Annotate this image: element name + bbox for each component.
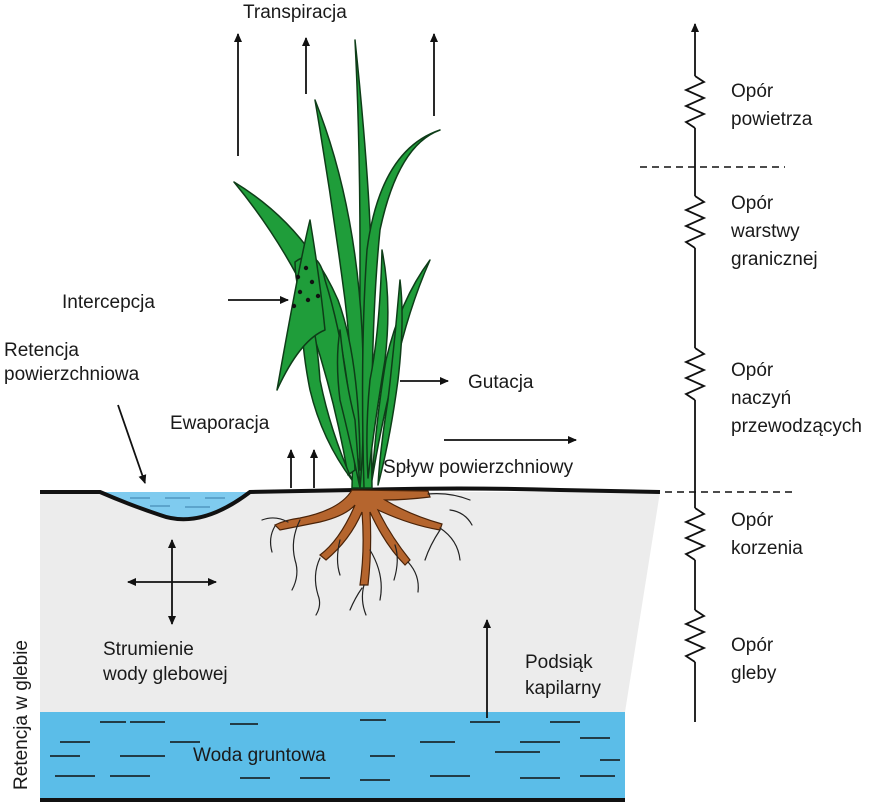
label-surface-retention-1: Retencja bbox=[4, 340, 79, 361]
label-interception: Intercepcja bbox=[62, 292, 155, 313]
flux-arrows bbox=[117, 33, 577, 718]
label-capillary-2: kapilarny bbox=[525, 678, 602, 699]
label-root-resistance-1: Opór bbox=[731, 510, 774, 531]
label-air-resistance-1: Opór bbox=[731, 81, 774, 102]
label-transpiration: Transpiracja bbox=[243, 2, 347, 23]
groundwater-dashes bbox=[50, 719, 620, 781]
label-boundary-resistance-2: warstwy bbox=[730, 221, 800, 242]
label-boundary-resistance-1: Opór bbox=[731, 193, 774, 214]
label-soil-retention: Retencja w glebie bbox=[11, 640, 32, 790]
label-vessel-resistance-3: przewodzących bbox=[731, 416, 862, 437]
puddle-dashes bbox=[130, 497, 225, 508]
interception-drops bbox=[291, 265, 321, 309]
label-air-resistance-2: powietrza bbox=[731, 109, 813, 130]
label-vessel-resistance-1: Opór bbox=[731, 360, 774, 381]
label-surface-retention-2: powierzchniowa bbox=[4, 364, 140, 385]
label-surface-runoff: Spływ powierzchniowy bbox=[383, 457, 574, 478]
label-evaporation: Ewaporacja bbox=[170, 413, 270, 434]
label-soil-flow-2: wody glebowej bbox=[102, 664, 228, 685]
soil-layer bbox=[40, 492, 660, 712]
label-vessel-resistance-2: naczyń bbox=[731, 388, 791, 409]
resistance-scale bbox=[683, 23, 707, 722]
retention-pointer bbox=[117, 404, 147, 484]
label-groundwater: Woda gruntowa bbox=[193, 745, 326, 766]
ground-surface-line bbox=[40, 486, 661, 522]
label-guttation: Gutacja bbox=[468, 372, 534, 393]
label-soil-resistance-1: Opór bbox=[731, 635, 774, 656]
label-soil-resistance-2: gleby bbox=[731, 663, 777, 684]
label-capillary-1: Podsiąk bbox=[525, 652, 593, 673]
plant-roots bbox=[261, 489, 473, 616]
label-soil-flow-1: Strumienie bbox=[103, 639, 194, 660]
label-boundary-resistance-3: granicznej bbox=[731, 249, 818, 270]
label-root-resistance-2: korzenia bbox=[731, 538, 803, 559]
plant-leaves bbox=[233, 39, 441, 489]
